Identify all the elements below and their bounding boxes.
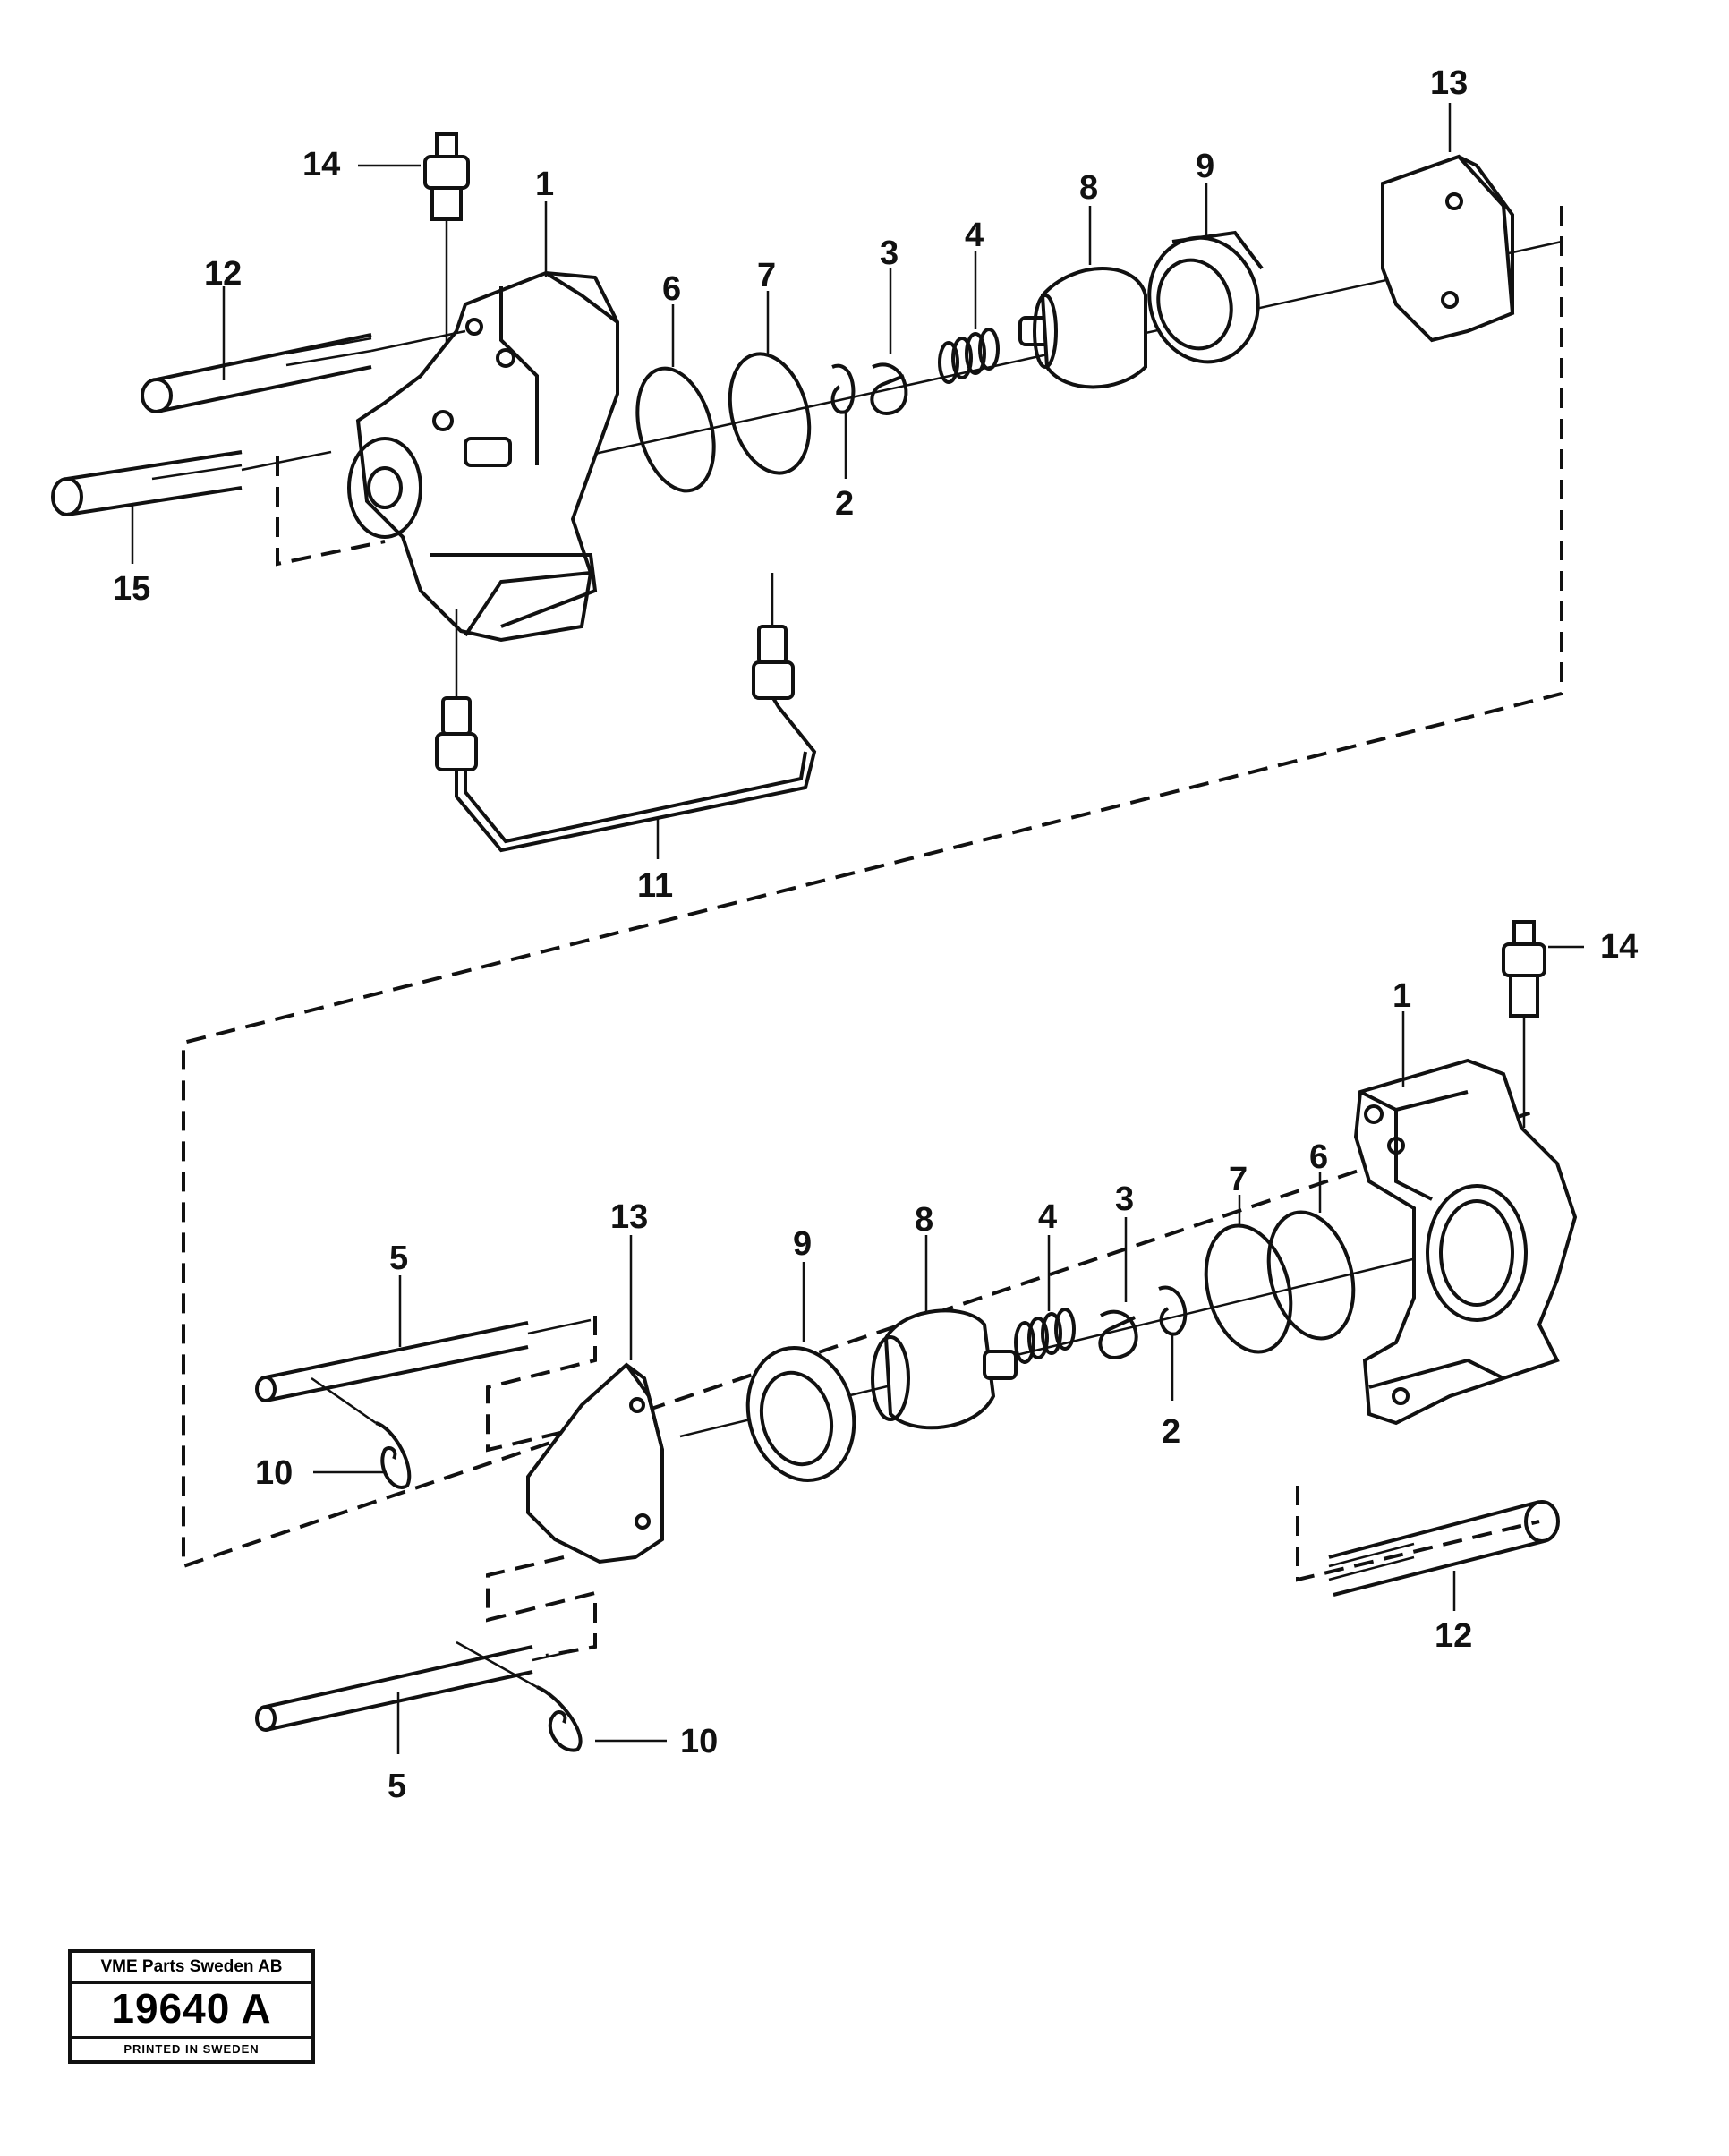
callout-12-lower: 12 bbox=[1435, 1617, 1472, 1655]
retaining-ring-7-upper bbox=[728, 352, 812, 475]
callout-10-upper-clip: 10 bbox=[255, 1454, 293, 1492]
seal-ring-6-upper bbox=[635, 366, 716, 493]
callout-5-upper-pin: 5 bbox=[389, 1240, 408, 1277]
circlip-2-upper bbox=[830, 363, 856, 414]
title-block: VME Parts Sweden AB 19640 A PRINTED IN S… bbox=[68, 1949, 315, 2064]
callout-6-lower: 6 bbox=[1309, 1138, 1328, 1176]
brake-pad-13-upper bbox=[1381, 154, 1515, 343]
callout-14-lower: 14 bbox=[1600, 928, 1638, 966]
retaining-ring-7-lower bbox=[1204, 1223, 1293, 1354]
company-name: VME Parts Sweden AB bbox=[72, 1953, 311, 1984]
retaining-pin-5-lower bbox=[255, 1645, 574, 1732]
callout-5-lower-pin: 5 bbox=[388, 1768, 406, 1805]
spring-4-upper bbox=[938, 328, 1000, 384]
brake-pad-13-lower bbox=[526, 1362, 664, 1564]
sleeve-3-lower bbox=[1098, 1309, 1138, 1359]
callout-13-upper: 13 bbox=[1430, 64, 1468, 102]
callout-3-lower: 3 bbox=[1115, 1180, 1134, 1218]
callout-15: 15 bbox=[113, 570, 150, 608]
spring-clip-10-lower bbox=[456, 1640, 583, 1752]
bolt-12-upper bbox=[141, 329, 466, 413]
bleed-nipple-lower bbox=[1502, 920, 1546, 1128]
callout-13-lower: 13 bbox=[610, 1198, 648, 1236]
retaining-pin-5-upper bbox=[255, 1318, 592, 1402]
callout-9-lower: 9 bbox=[793, 1225, 812, 1263]
callout-8-lower: 8 bbox=[915, 1201, 933, 1239]
circlip-2-lower bbox=[1158, 1285, 1188, 1336]
callout-12-upper: 12 bbox=[204, 255, 242, 293]
lower-assembly: 14 1 13 5 9 8 4 3 7 6 10 2 12 5 10 bbox=[255, 920, 1638, 1805]
callout-7-upper: 7 bbox=[757, 257, 776, 294]
callout-2-lower: 2 bbox=[1162, 1413, 1180, 1451]
callout-7-lower: 7 bbox=[1229, 1161, 1248, 1198]
pin-guide-dashed-lower bbox=[486, 1555, 597, 1657]
callout-10-lower-clip: 10 bbox=[680, 1723, 718, 1760]
callout-8-upper: 8 bbox=[1079, 169, 1098, 207]
bolt-15 bbox=[51, 450, 386, 567]
caliper-housing-lower bbox=[1353, 1058, 1578, 1426]
seal-ring-6-lower bbox=[1266, 1210, 1356, 1341]
callout-1-lower: 1 bbox=[1393, 977, 1411, 1015]
caliper-housing-upper bbox=[347, 270, 619, 643]
upper-axis-line bbox=[500, 240, 1563, 476]
brake-pipe-11 bbox=[435, 573, 817, 853]
sleeve-3-upper bbox=[870, 362, 908, 415]
upper-assembly: 14 1 12 6 7 3 4 8 9 13 2 15 11 bbox=[51, 64, 1563, 1569]
callout-1-upper: 1 bbox=[535, 166, 554, 203]
bolt-12-lower bbox=[1296, 1486, 1560, 1597]
dust-boot-9-upper bbox=[1147, 230, 1264, 364]
callout-11: 11 bbox=[637, 867, 673, 905]
piston-8-lower bbox=[871, 1308, 1018, 1430]
spring-clip-10-upper bbox=[311, 1376, 412, 1489]
callout-4-upper: 4 bbox=[965, 217, 984, 254]
printed-note: PRINTED IN SWEDEN bbox=[72, 2036, 311, 2060]
callout-14-upper: 14 bbox=[302, 146, 340, 183]
dust-boot-9-lower bbox=[745, 1346, 856, 1482]
callout-4-lower: 4 bbox=[1038, 1198, 1057, 1236]
callout-2-upper: 2 bbox=[835, 485, 854, 523]
callout-6-upper: 6 bbox=[662, 270, 681, 308]
pin-guide-dashed-upper bbox=[486, 1316, 597, 1453]
spring-4-lower bbox=[1014, 1308, 1076, 1364]
drawing-number: 19640 A bbox=[111, 1985, 272, 2032]
piston-8-upper bbox=[1018, 267, 1147, 389]
callout-3-upper: 3 bbox=[880, 234, 899, 272]
callout-9-upper: 9 bbox=[1196, 148, 1214, 185]
